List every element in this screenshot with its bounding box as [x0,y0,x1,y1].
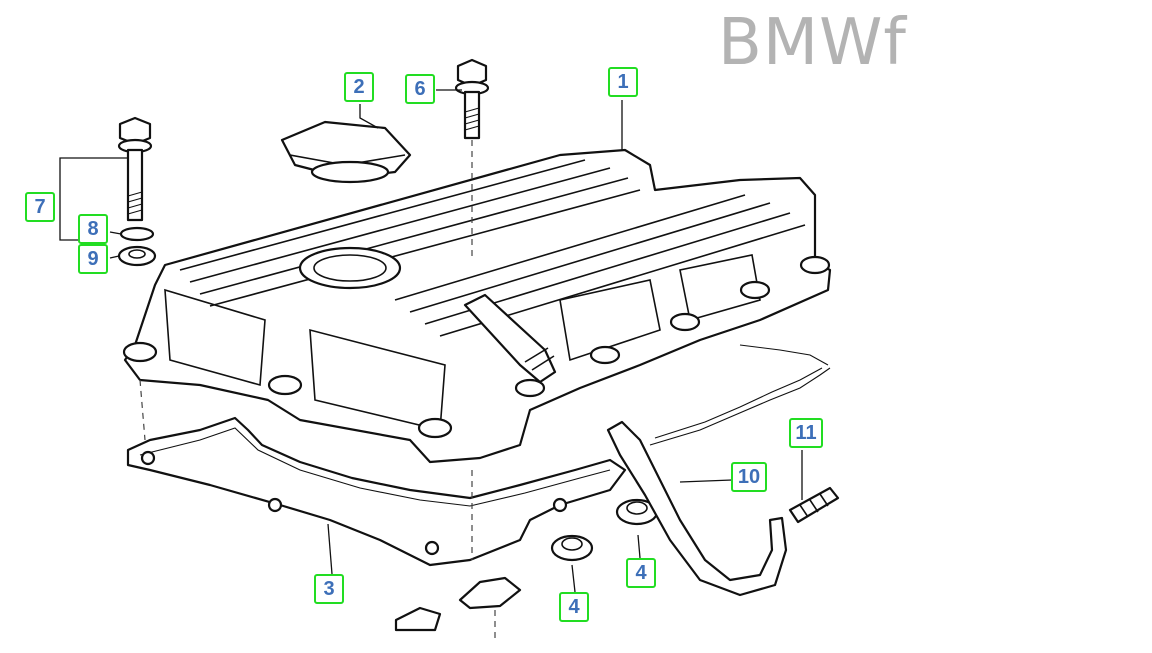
oil-cap-drawing [280,120,412,184]
callout-4: 4 [626,558,656,588]
breather-hose-drawing [606,420,788,597]
bolt-6-drawing [454,58,490,140]
brand-watermark: BMWf [718,6,907,80]
alignment-lines [139,140,496,640]
callout-11: 11 [789,418,823,448]
callout-4: 4 [559,592,589,622]
cover-gasket-drawing [126,344,831,567]
callout-9: 9 [78,244,108,274]
callout-2: 2 [344,72,374,102]
callout-10: 10 [731,462,767,492]
connector-drawing [788,486,840,524]
leader-lines [59,89,803,593]
callout-1: 1 [608,67,638,97]
bolt-7-assembly-drawing [117,116,157,267]
valve-cover-drawing [122,148,832,464]
callout-6: 6 [405,74,435,104]
callout-8: 8 [78,214,108,244]
callout-3: 3 [314,574,344,604]
callout-7: 7 [25,192,55,222]
